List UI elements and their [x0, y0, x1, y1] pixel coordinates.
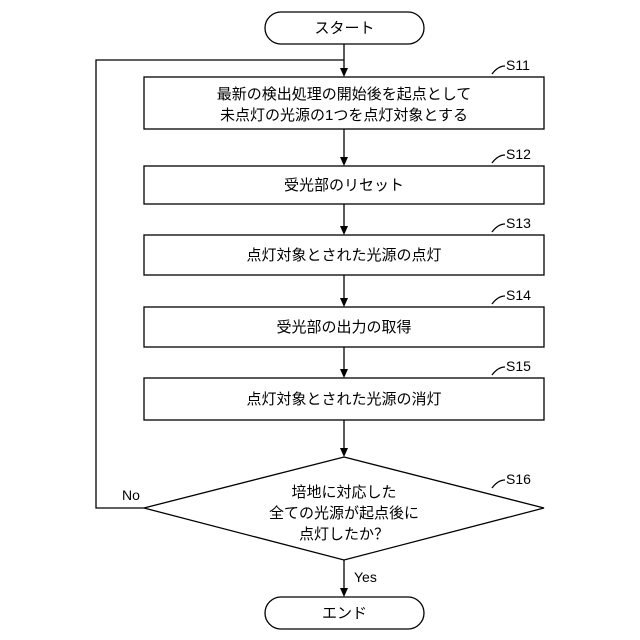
s15-text: 点灯対象とされた光源の消灯: [246, 391, 441, 408]
s15-step-label: S15: [506, 358, 531, 374]
s12-leader-line: [492, 155, 505, 163]
s16-leader-line: [492, 480, 505, 488]
s16-step-label: S16: [506, 471, 531, 487]
arrowhead-s16: [340, 448, 348, 457]
s14-text: 受光部の出力の取得: [276, 319, 411, 336]
arrowhead-s15: [340, 369, 348, 378]
arrowhead-s11: [340, 68, 348, 77]
no-branch-label: No: [122, 487, 140, 503]
end-label: エンド: [322, 605, 367, 622]
s11-step-label: S11: [506, 57, 530, 73]
s14-leader-line: [492, 296, 505, 304]
process-box-s14: 受光部の出力の取得: [144, 307, 544, 347]
arrowhead-end: [340, 588, 348, 597]
s12-step-label: S12: [506, 146, 531, 162]
s11-text-line-2: 未点灯の光源の1つを点灯対象とする: [220, 107, 468, 124]
s11-leader-line: [492, 66, 505, 74]
s13-text: 点灯対象とされた光源の点灯: [246, 247, 441, 264]
arrowhead-s13: [340, 226, 348, 235]
process-box-s11: 最新の検出処理の開始後を起点として 未点灯の光源の1つを点灯対象とする: [144, 77, 544, 129]
s13-step-label: S13: [506, 215, 531, 231]
process-box-s13: 点灯対象とされた光源の点灯: [144, 235, 544, 275]
start-label: スタート: [314, 20, 374, 37]
s16-text-line-1: 培地に対応した: [291, 484, 396, 501]
s16-text-line-3: 点灯したか？: [299, 526, 389, 543]
s14-step-label: S14: [506, 287, 531, 303]
decision-diamond-s16: 培地に対応した 全ての光源が起点後に 点灯したか？: [144, 457, 544, 560]
arrowhead-s14: [340, 298, 348, 307]
s15-leader-line: [492, 367, 505, 375]
s12-text: 受光部のリセット: [284, 177, 404, 194]
process-box-s15: 点灯対象とされた光源の消灯: [144, 378, 544, 420]
s16-text-line-2: 全ての光源が起点後に: [269, 504, 419, 522]
s13-leader-line: [492, 224, 505, 232]
arrowhead-s12: [340, 157, 348, 166]
s11-text-line-1: 最新の検出処理の開始後を起点として: [217, 86, 472, 103]
start-terminal: スタート: [265, 12, 424, 44]
yes-branch-label: Yes: [354, 569, 377, 585]
process-box-s12: 受光部のリセット: [144, 166, 544, 204]
end-terminal: エンド: [265, 597, 424, 629]
